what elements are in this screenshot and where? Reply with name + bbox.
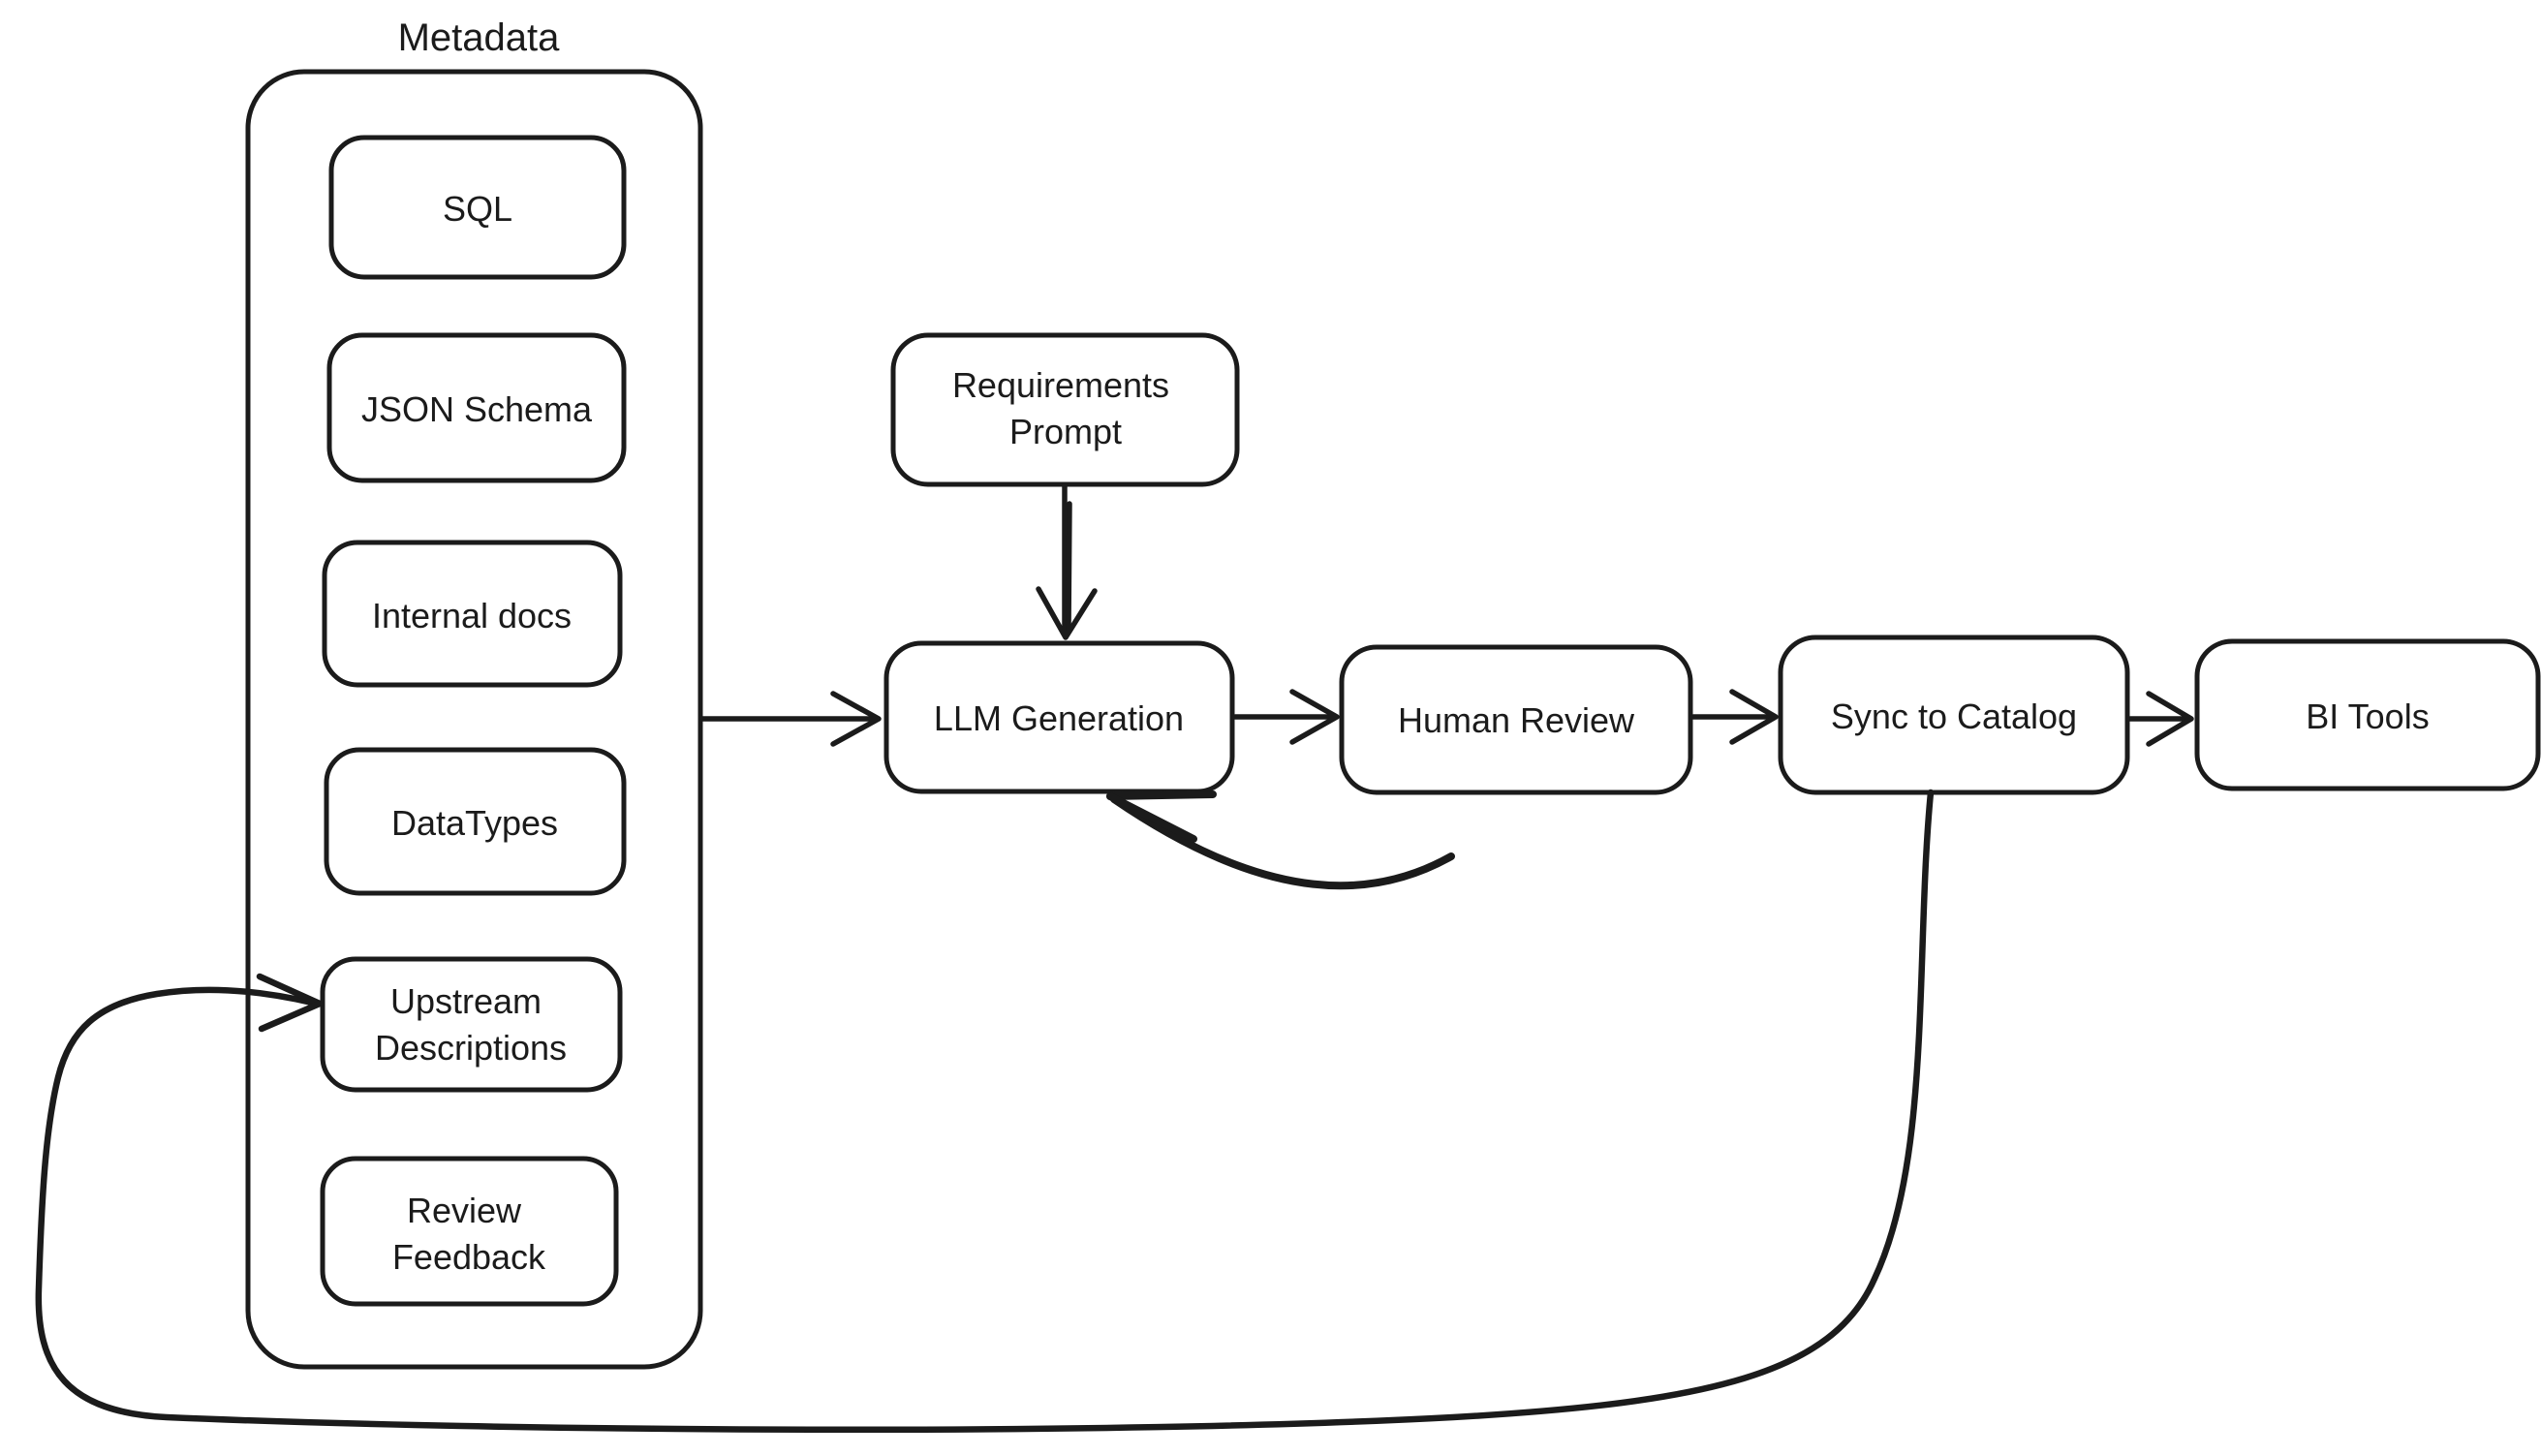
node-datatypes-box[interactable]	[324, 747, 627, 896]
node-review-feedback-box[interactable]	[320, 1156, 619, 1307]
edge-llm-to-human-arrow[interactable]	[1232, 689, 1340, 745]
node-human-review-label: Human Review	[1398, 700, 1635, 740]
edge-human-to-llm-feedback-arrow[interactable]	[1106, 790, 1455, 890]
node-llm-generation-box[interactable]	[883, 640, 1235, 794]
node-sql-label: SQL	[443, 189, 512, 229]
node-sql[interactable]: SQL	[328, 135, 627, 280]
node-json-schema-box[interactable]	[326, 332, 627, 483]
edge-requirements-to-llm-arrow[interactable]	[1036, 483, 1098, 640]
node-sync-to-catalog-box[interactable]	[1778, 635, 2130, 795]
node-sql-box[interactable]	[328, 135, 627, 280]
node-human-review-box[interactable]	[1339, 644, 1693, 795]
node-upstream-descriptions-box[interactable]	[320, 956, 623, 1093]
node-sync-to-catalog-label: Sync to Catalog	[1831, 697, 2077, 736]
node-requirements-prompt-label: Requirements Prompt	[952, 365, 1179, 451]
node-human-review[interactable]: Human Review	[1339, 644, 1693, 795]
node-bi-tools-label: BI Tools	[2306, 697, 2429, 736]
node-datatypes[interactable]: DataTypes	[324, 747, 627, 896]
node-upstream-descriptions-label: Upstream Descriptions	[375, 981, 567, 1068]
node-review-feedback[interactable]: Review Feedback	[320, 1156, 619, 1307]
node-sync-to-catalog[interactable]: Sync to Catalog	[1778, 635, 2130, 795]
node-internal-docs[interactable]: Internal docs	[322, 540, 623, 688]
node-requirements-prompt-box[interactable]	[890, 332, 1240, 487]
metadata-group-title: Metadata	[398, 16, 561, 59]
node-bi-tools[interactable]: BI Tools	[2194, 638, 2541, 791]
node-review-feedback-label: Review Feedback	[392, 1191, 546, 1277]
node-json-schema[interactable]: JSON Schema	[326, 332, 627, 483]
edge-sync-to-upstream-loop-arrow[interactable]	[35, 789, 1935, 1434]
node-json-schema-label: JSON Schema	[361, 389, 593, 429]
node-bi-tools-box[interactable]	[2194, 638, 2541, 791]
edge-metadata-to-llm-arrow[interactable]	[699, 691, 882, 747]
node-internal-docs-label: Internal docs	[372, 596, 572, 635]
node-internal-docs-box[interactable]	[322, 540, 623, 688]
node-datatypes-label: DataTypes	[391, 803, 558, 843]
node-requirements-prompt[interactable]: Requirements Prompt	[890, 332, 1240, 487]
edge-human-to-sync-arrow[interactable]	[1690, 689, 1779, 745]
node-llm-generation[interactable]: LLM Generation	[883, 640, 1235, 794]
node-upstream-descriptions[interactable]: Upstream Descriptions	[320, 956, 623, 1093]
edge-sync-to-bi-arrow[interactable]	[2127, 691, 2194, 747]
node-llm-generation-label: LLM Generation	[934, 698, 1184, 738]
